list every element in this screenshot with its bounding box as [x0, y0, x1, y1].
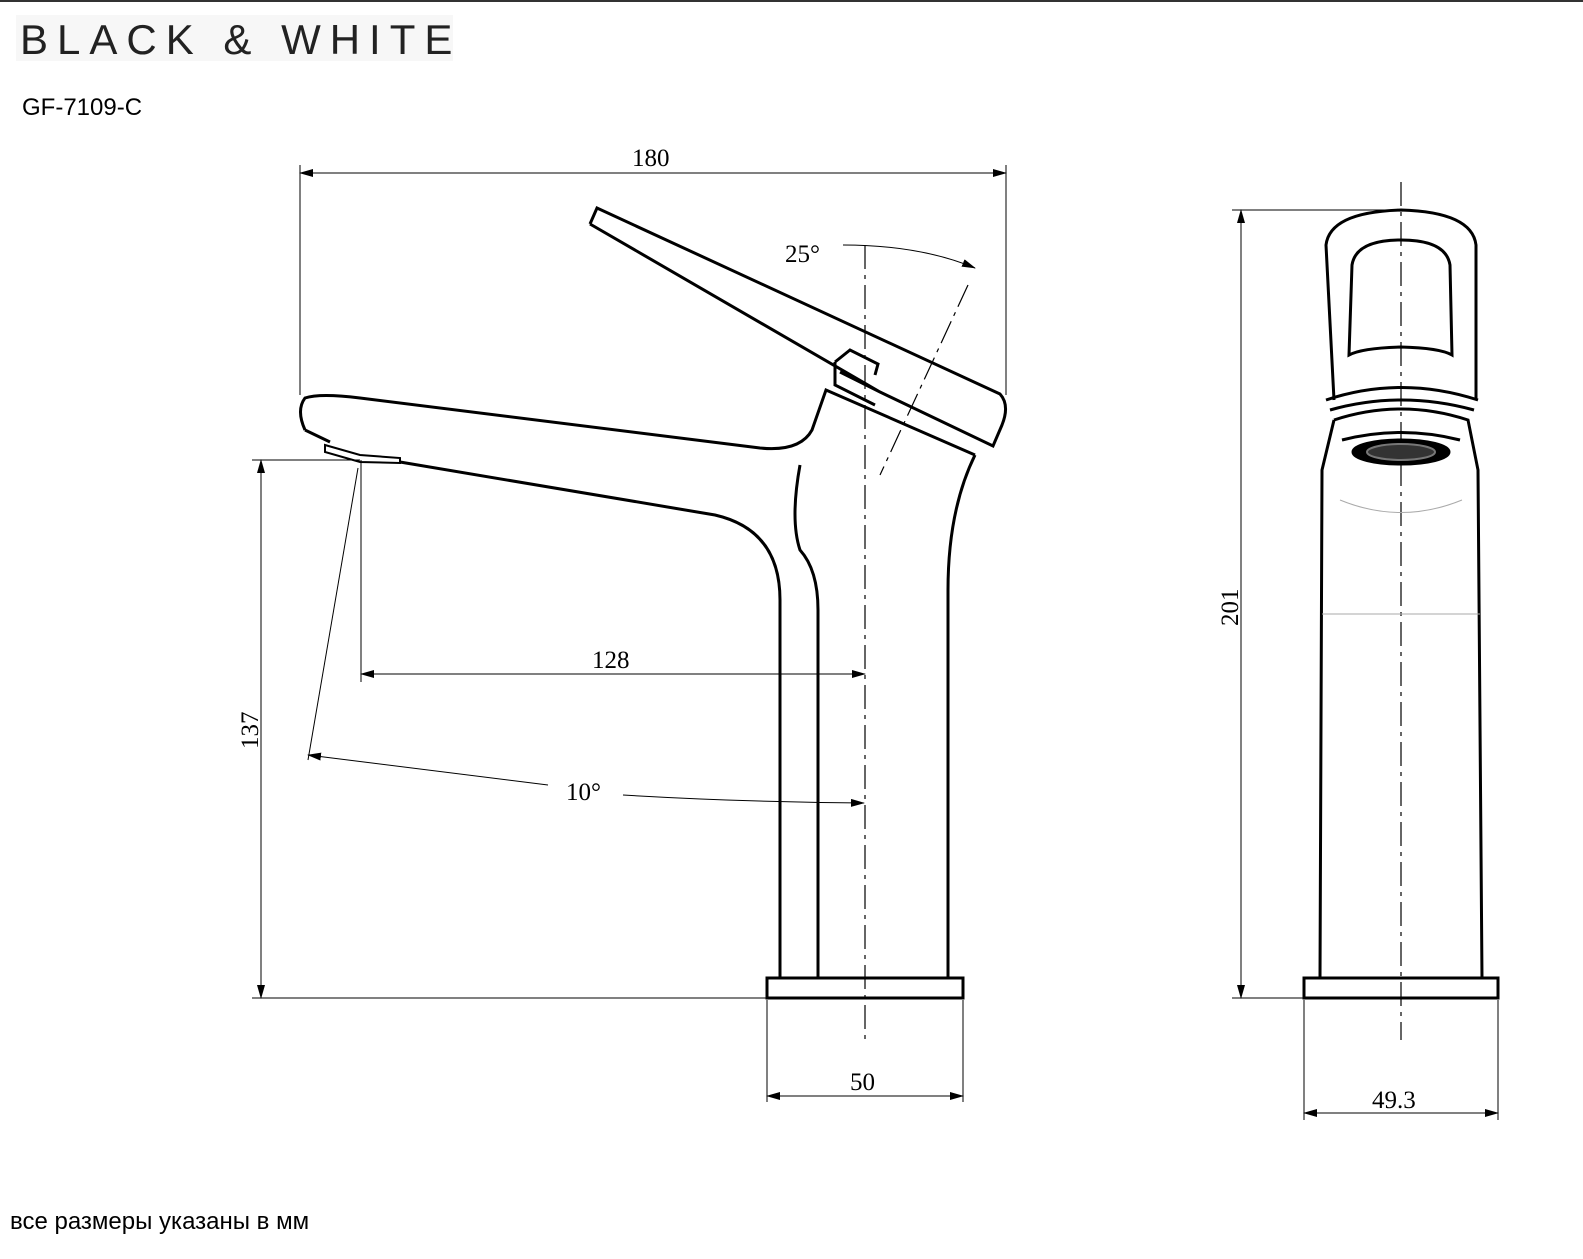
dim-width: 180	[632, 145, 670, 172]
base	[765, 976, 965, 1000]
front-view	[1232, 182, 1500, 1120]
spout-underside	[304, 428, 782, 978]
spout-top	[299, 387, 976, 457]
dim-front-base-width: 49.3	[1372, 1087, 1416, 1114]
aerator	[324, 443, 401, 465]
lever-axis-line	[879, 284, 969, 476]
dim-base-width: 50	[850, 1069, 875, 1096]
lever	[588, 205, 1007, 449]
brand-logo: BLACK & WHITE	[16, 15, 453, 63]
lever-opening	[1347, 238, 1454, 358]
dim-height: 201	[1217, 589, 1244, 627]
dim-lever-angle: 25°	[785, 241, 820, 268]
lever-angle-arc	[842, 244, 976, 269]
top-border	[0, 0, 1583, 2]
logo-text: BLACK & WHITE	[20, 16, 462, 63]
handle-block	[833, 348, 880, 407]
base-front	[1302, 976, 1500, 1000]
side-view	[252, 165, 1007, 1102]
lever-front	[1324, 208, 1478, 401]
body-front	[1318, 407, 1484, 979]
model-number: GF-7109-C	[22, 94, 143, 121]
units-note: все размеры указаны в мм	[10, 1208, 310, 1235]
dim-spout-angle: 10°	[566, 779, 601, 806]
neck-inner	[793, 464, 820, 978]
dim-spout-height: 137	[237, 712, 264, 750]
body-back	[946, 454, 977, 978]
dim-reach: 128	[592, 647, 630, 674]
